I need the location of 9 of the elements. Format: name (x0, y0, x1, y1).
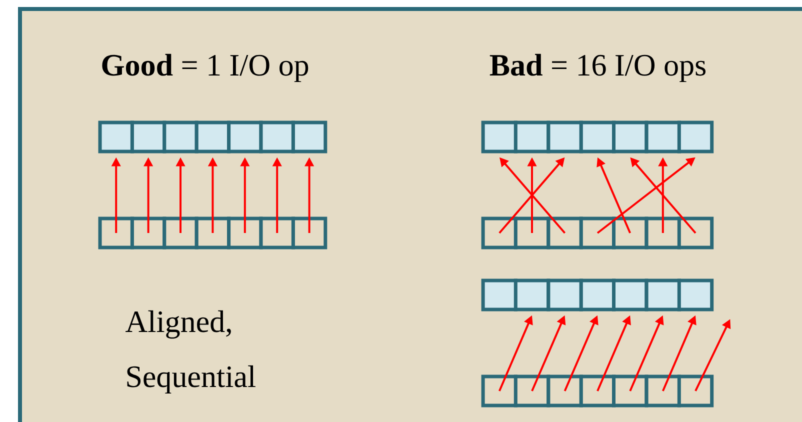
heading-text: Good = 1 I/O op (102, 54, 308, 82)
memory-cell (677, 374, 714, 408)
heading-text: Bad = 16 I/O ops (490, 54, 706, 82)
memory-cell (677, 216, 714, 250)
memory-cell (677, 278, 714, 312)
memory-cell (291, 120, 328, 154)
memory-cell (291, 216, 328, 250)
caption-text: Aligned, Sequential (126, 310, 256, 394)
memory-cell (677, 120, 714, 154)
